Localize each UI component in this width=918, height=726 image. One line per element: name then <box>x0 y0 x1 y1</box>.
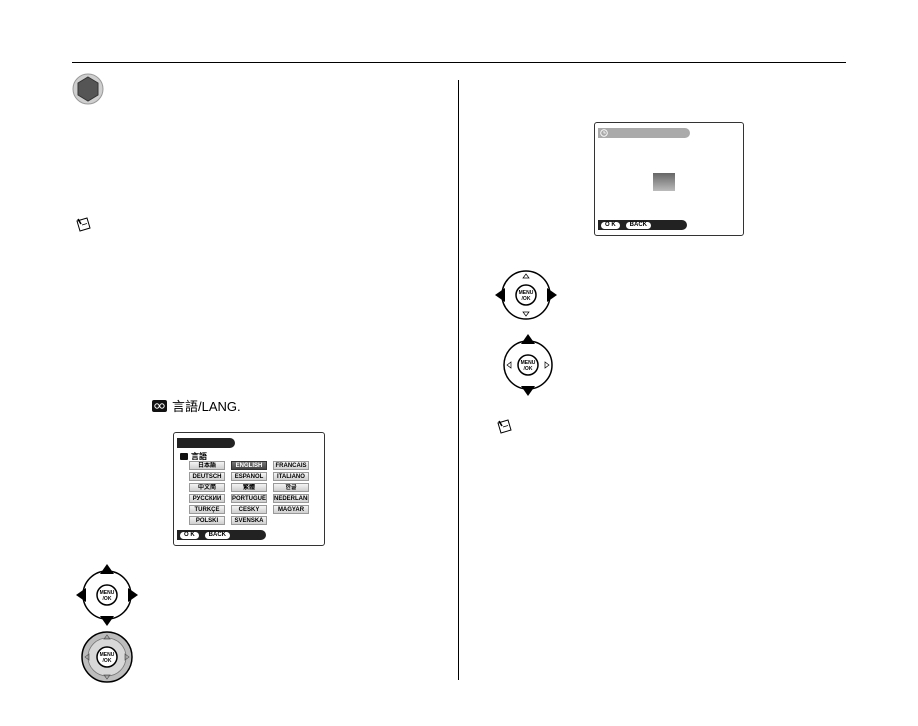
language-option[interactable]: SVENSKA <box>231 516 267 525</box>
hexagon-badge-icon <box>72 73 104 105</box>
svg-text:MENU: MENU <box>519 290 534 296</box>
language-option[interactable]: FRANCAIS <box>273 461 309 470</box>
language-screen-heading-text: 言語 <box>191 452 207 461</box>
language-option[interactable]: TÜRKÇE <box>189 505 225 514</box>
language-screen-heading: 言語 <box>180 451 207 462</box>
language-option[interactable]: ESPAÑOL <box>231 472 267 481</box>
screen-footer-bar: O K BACK <box>598 220 687 230</box>
language-menu-label: 言語/LANG. <box>152 396 241 415</box>
memo-icon <box>76 217 91 232</box>
language-option[interactable]: 日本語 <box>189 461 225 470</box>
svg-text:/OK: /OK <box>103 596 112 602</box>
screen-title-bar <box>598 128 690 138</box>
language-option[interactable]: ENGLISH <box>231 461 267 470</box>
language-option[interactable]: РУССКИЙ <box>189 494 225 503</box>
language-option[interactable]: NEDERLANDS <box>273 494 309 503</box>
date-setting-screen: O K BACK <box>594 122 744 236</box>
language-option[interactable]: POLSKI <box>189 516 225 525</box>
language-option[interactable]: 繁體 <box>231 483 267 492</box>
dpad-up-down-icon: MENU /OK <box>503 334 553 396</box>
language-setting-icon <box>180 453 188 460</box>
language-menu-label-text: 言語/LANG. <box>172 399 241 414</box>
ok-button[interactable]: O K <box>601 221 620 229</box>
language-option[interactable]: DEUTSCH <box>189 472 225 481</box>
svg-text:MENU: MENU <box>100 652 115 658</box>
screen-title-bar <box>177 438 235 448</box>
language-option[interactable]: ČESKY <box>231 505 267 514</box>
memo-icon <box>497 419 512 434</box>
top-rule <box>72 62 846 63</box>
svg-text:MENU: MENU <box>100 590 115 596</box>
svg-text:/OK: /OK <box>522 296 531 302</box>
dpad-menu-ok-pressed-icon: MENU /OK <box>81 631 133 683</box>
language-grid: 日本語 ENGLISH FRANCAIS DEUTSCH ESPAÑOL ITALIANO… <box>189 461 309 525</box>
dpad-all-arrows-icon: MENU /OK <box>76 564 138 626</box>
dpad-all-arrows-icon: MENU /OK <box>495 270 557 320</box>
back-button[interactable]: BACK <box>204 531 231 539</box>
language-option[interactable]: 한글 <box>273 483 309 492</box>
language-setting-icon <box>152 399 167 412</box>
screen-footer-bar: O K BACK <box>177 530 266 540</box>
language-option[interactable]: PORTUGUÊS <box>231 494 267 503</box>
svg-text:/OK: /OK <box>103 658 112 664</box>
clock-icon <box>600 129 608 137</box>
date-value-field[interactable] <box>653 173 675 191</box>
language-option[interactable]: 中文简 <box>189 483 225 492</box>
language-option[interactable]: MAGYAR <box>273 505 309 514</box>
svg-text:/OK: /OK <box>524 366 533 372</box>
language-screen: 言語 日本語 ENGLISH FRANCAIS DEUTSCH ESPAÑOL ITALI… <box>173 432 325 546</box>
svg-text:MENU: MENU <box>521 360 536 366</box>
column-divider <box>458 80 459 680</box>
back-button[interactable]: BACK <box>625 221 652 229</box>
ok-button[interactable]: O K <box>180 531 199 539</box>
language-option[interactable]: ITALIANO <box>273 472 309 481</box>
